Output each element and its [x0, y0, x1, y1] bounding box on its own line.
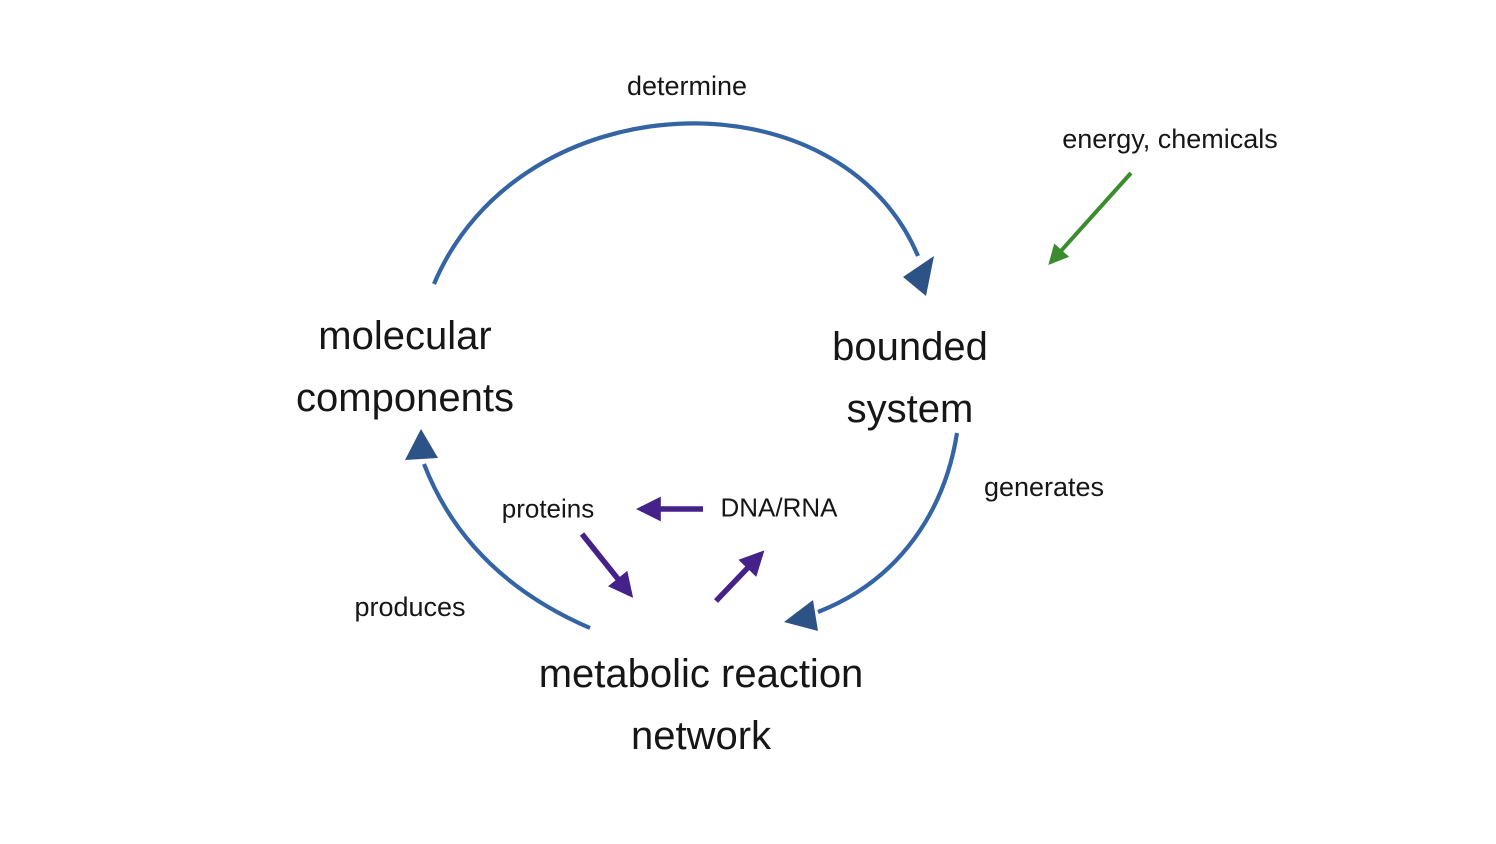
bounded-system-line1: bounded — [832, 325, 988, 369]
metabolic-network-line2: network — [630, 714, 772, 758]
dna-rna-label: DNA/RNA — [720, 492, 838, 523]
energy-chemicals-label: energy, chemicals — [1062, 123, 1278, 154]
proteins-label: proteins — [501, 493, 595, 524]
produces-arrowhead-icon — [405, 429, 438, 460]
metabolic-network-node: metabolic reaction network — [539, 643, 864, 767]
determine-arc — [432, 121, 920, 285]
determine-label: determine — [626, 70, 748, 101]
molecular-components-line1: molecular — [318, 314, 492, 358]
generates-label: generates — [983, 471, 1105, 502]
produces-arc — [422, 463, 591, 630]
generates-arrowhead-icon — [784, 600, 818, 631]
proteins-to-network-arrow — [579, 532, 634, 598]
bounded-system-node: bounded system — [832, 316, 988, 440]
determine-arrowhead-icon — [903, 256, 934, 296]
bounded-system-line2: system — [846, 387, 974, 431]
metabolic-network-line1: metabolic reaction — [538, 652, 864, 696]
molecular-components-line2: components — [296, 376, 514, 420]
generates-arc — [817, 432, 960, 614]
produces-label: produces — [354, 591, 466, 622]
energy-chemicals-arrow — [1048, 171, 1133, 265]
network-to-dna-arrow — [714, 550, 765, 603]
molecular-components-node: molecular components — [296, 305, 514, 429]
